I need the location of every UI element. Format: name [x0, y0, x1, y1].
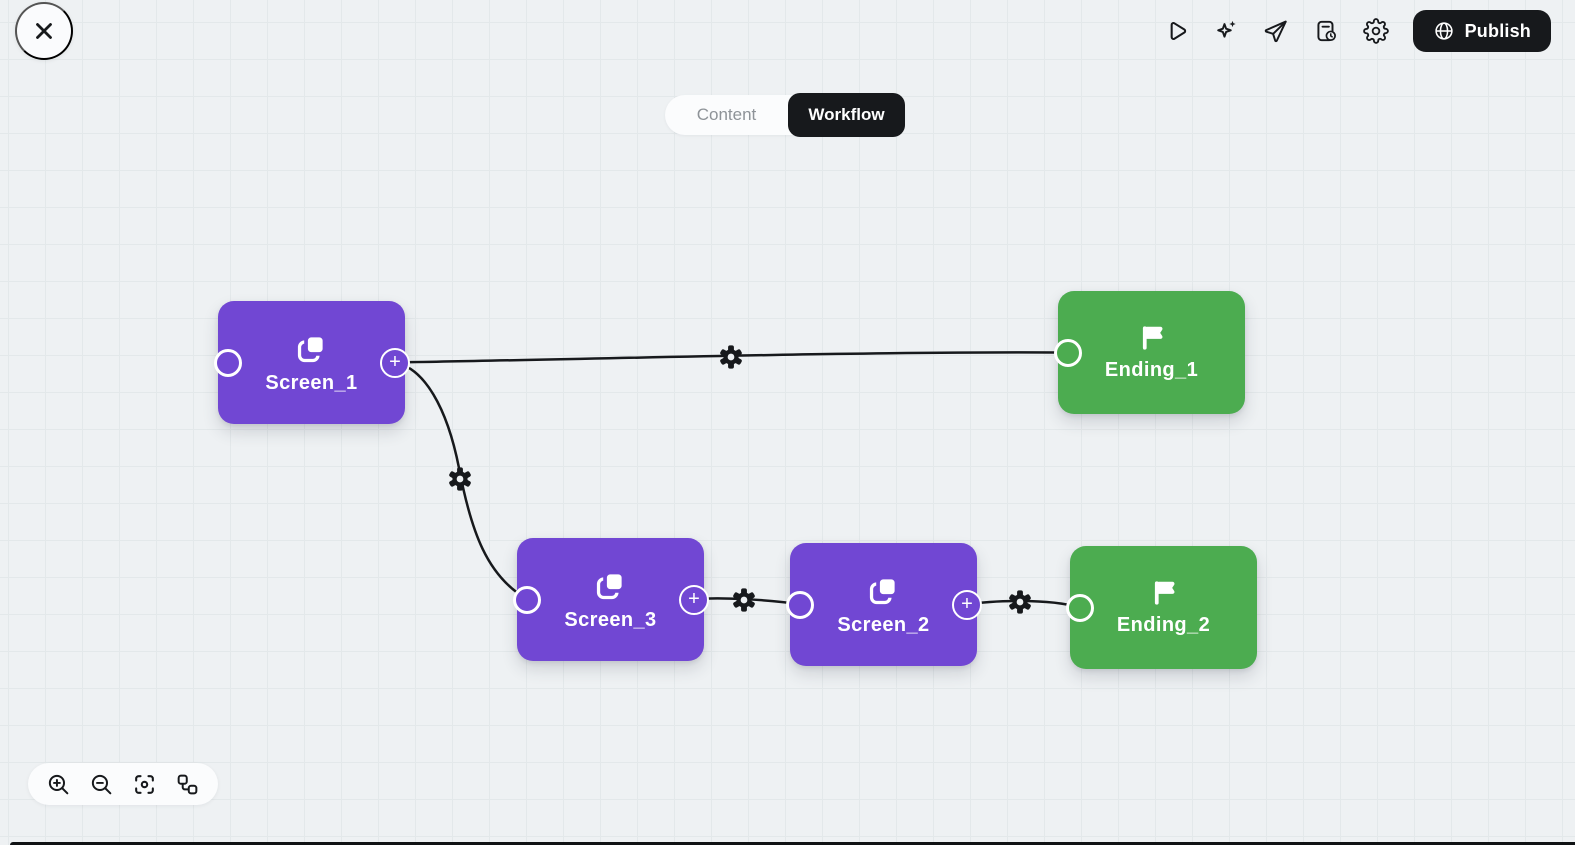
mode-tab-switcher: Content Workflow	[665, 93, 905, 137]
node-label: Ending_1	[1104, 358, 1199, 381]
auto-layout-button[interactable]	[175, 772, 200, 797]
node-label: Screen_1	[265, 371, 358, 394]
zoom-in-icon	[46, 772, 71, 797]
node-label: Ending_2	[1116, 613, 1211, 636]
node-screen-2[interactable]: Screen_2 +	[786, 543, 982, 666]
document-clock-icon	[1313, 18, 1339, 44]
input-handle[interactable]	[1054, 338, 1082, 367]
input-handle[interactable]	[786, 590, 814, 619]
globe-icon	[1433, 20, 1455, 42]
play-icon	[1163, 18, 1189, 44]
fit-view-button[interactable]	[132, 772, 157, 797]
node-label: Screen_2	[837, 613, 930, 636]
node-ending-1[interactable]: Ending_1	[1054, 291, 1245, 414]
paper-plane-icon	[1263, 18, 1289, 44]
gear-solid-icon	[718, 344, 744, 370]
flag-icon	[1150, 579, 1178, 607]
settings-button[interactable]	[1362, 18, 1389, 44]
flag-icon	[1138, 324, 1166, 352]
share-button[interactable]	[1263, 18, 1289, 44]
window-bottom-edge	[10, 842, 1575, 845]
input-handle[interactable]	[214, 348, 242, 377]
tab-content[interactable]: Content	[696, 105, 757, 124]
add-connection-button[interactable]: +	[952, 589, 982, 620]
input-handle[interactable]	[1066, 593, 1094, 622]
input-handle[interactable]	[513, 585, 541, 614]
add-connection-button[interactable]: +	[380, 347, 410, 378]
close-button[interactable]	[15, 2, 73, 60]
node-ending-2[interactable]: Ending_2	[1066, 546, 1257, 669]
focus-frame-icon	[132, 772, 157, 797]
zoom-out-button[interactable]	[89, 772, 114, 797]
node-label: Screen_3	[564, 608, 657, 631]
screen-icon	[295, 331, 329, 365]
add-connection-button[interactable]: +	[679, 584, 709, 615]
tab-workflow[interactable]: Workflow	[788, 93, 905, 137]
edge-settings-button[interactable]	[447, 466, 473, 492]
gear-solid-icon	[731, 587, 757, 613]
publish-button[interactable]: Publish	[1412, 10, 1551, 52]
zoom-out-icon	[89, 772, 114, 797]
edge-settings-button[interactable]	[731, 587, 757, 613]
close-icon	[31, 18, 57, 44]
zoom-in-button[interactable]	[46, 772, 71, 797]
ai-assist-button[interactable]	[1213, 18, 1239, 44]
canvas-zoom-toolbar	[28, 763, 218, 805]
screen-icon	[867, 573, 901, 607]
edge-settings-button[interactable]	[1007, 589, 1033, 615]
workflow-nodes-icon	[175, 772, 200, 797]
edge-settings-button[interactable]	[718, 344, 744, 370]
gear-solid-icon	[1007, 589, 1033, 615]
publish-label: Publish	[1464, 20, 1531, 41]
gear-icon	[1362, 18, 1389, 44]
node-screen-3[interactable]: Screen_3 +	[513, 538, 709, 661]
gear-solid-icon	[447, 466, 473, 492]
node-screen-1[interactable]: Screen_1 +	[214, 301, 410, 424]
sparkles-icon	[1213, 18, 1239, 44]
screen-icon	[594, 568, 628, 602]
preview-button[interactable]	[1163, 18, 1189, 44]
activity-log-button[interactable]	[1313, 18, 1339, 44]
topbar-actions: Publish	[1163, 10, 1551, 52]
